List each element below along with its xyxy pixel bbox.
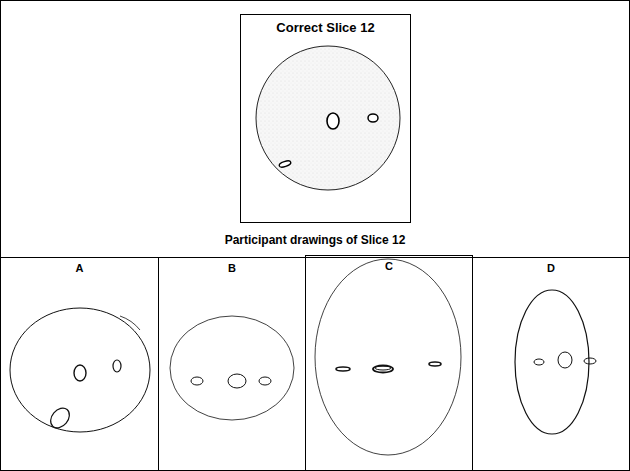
drawing-panel: C — [305, 255, 473, 471]
panel-title: B — [159, 262, 305, 274]
correct-slice-box: Correct Slice 12 — [240, 14, 411, 223]
correct-slice — [256, 46, 400, 190]
panel-title: Correct Slice 12 — [241, 20, 410, 35]
drawing-b — [170, 316, 294, 420]
drawing-panel: B — [158, 257, 306, 471]
outer-frame — [1, 1, 630, 258]
drawing-c — [315, 259, 461, 455]
panel-title: C — [306, 260, 472, 272]
section-heading: Participant drawings of Slice 12 — [0, 233, 630, 247]
drawing-panel: D — [472, 257, 630, 471]
panel-title: D — [473, 262, 629, 274]
panel-title: A — [1, 262, 158, 274]
drawing-panel: A — [0, 257, 159, 471]
drawing-d — [515, 290, 596, 434]
drawing-a — [10, 308, 150, 432]
